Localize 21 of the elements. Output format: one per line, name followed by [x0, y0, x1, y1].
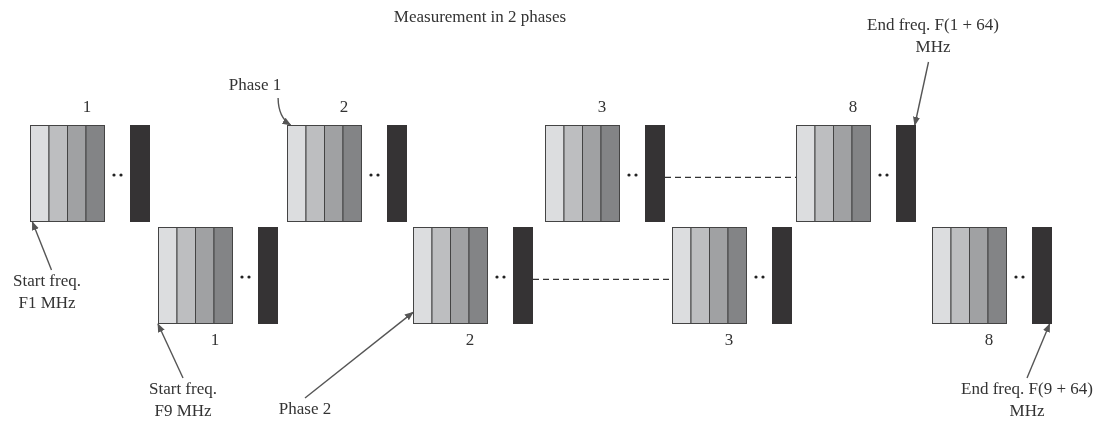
arrow	[157, 323, 184, 379]
callout-label: Start freq. F9 MHz	[138, 378, 228, 424]
arrow	[277, 97, 292, 126]
callout-label: End freq. F(1 + 64) MHz	[858, 14, 1008, 62]
band-number: 2	[338, 97, 350, 117]
band-number: 2	[464, 330, 476, 350]
callout-label: Start freq. F1 MHz	[2, 270, 92, 318]
callout-label: Phase 1	[222, 74, 288, 98]
band-number: 1	[209, 330, 221, 350]
band-number: 3	[723, 330, 735, 350]
callout-label: End freq. F(9 + 64) MHz	[952, 378, 1102, 424]
diagram-title: Measurement in 2 phases	[392, 6, 568, 28]
band-number: 8	[847, 97, 859, 117]
band-number: 1	[81, 97, 93, 117]
arrow	[31, 221, 53, 271]
arrow	[304, 311, 414, 399]
band-number: 3	[596, 97, 608, 117]
callout-label: Phase 2	[268, 398, 342, 422]
band-number: 8	[983, 330, 995, 350]
arrow	[1026, 323, 1051, 379]
arrow	[913, 61, 930, 126]
